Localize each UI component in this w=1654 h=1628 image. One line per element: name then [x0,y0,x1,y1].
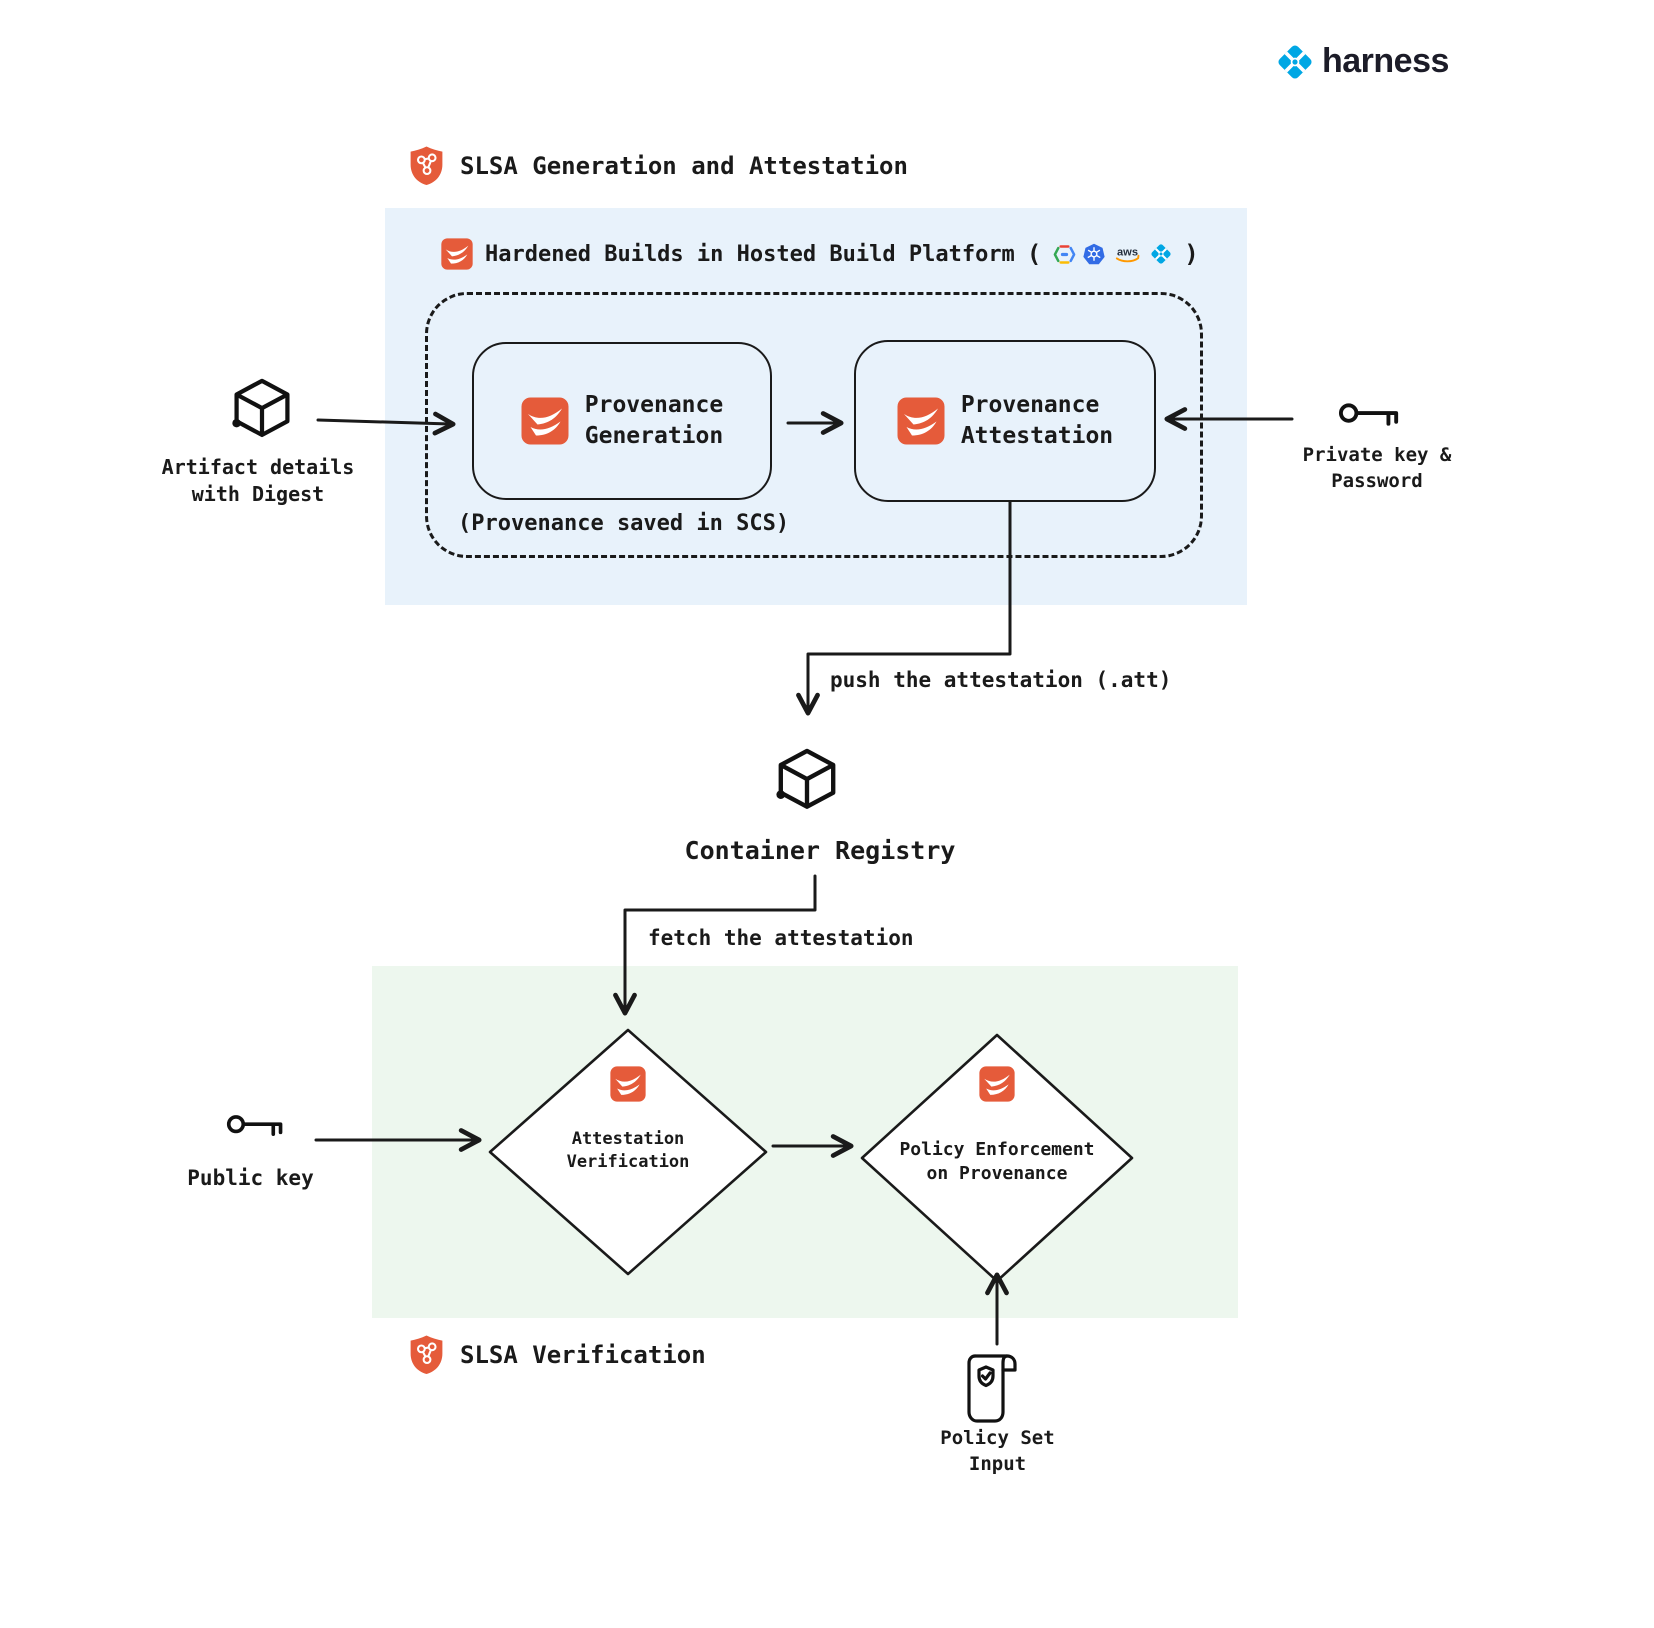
arrow-artifact-to-generation [316,411,456,436]
provenance-generation-node: Provenance Generation [472,342,772,500]
push-attestation-label: push the attestation (.att) [830,668,1172,692]
artifact-details-label: Artifact details with Digest [161,455,355,506]
policy-set-input-label: Policy Set Input [940,1427,1055,1475]
harness-scs-module-icon [610,1066,646,1102]
public-key-icon [226,1112,286,1140]
harness-logo-icon [1276,43,1314,81]
public-key-label: Public key [187,1166,314,1190]
slsa-shield-icon [408,145,445,186]
svg-text:aws: aws [1117,246,1138,258]
gcp-icon [1053,244,1076,265]
brand-name: harness [1322,42,1449,80]
slsa-shield-icon [408,1334,445,1375]
harness-icon [1150,243,1172,265]
harness-scs-module-icon [521,397,569,445]
provenance-generation-label: Provenance Generation [584,391,724,449]
verification-section-title: SLSA Verification [408,1334,706,1375]
generation-section-title: SLSA Generation and Attestation [408,145,908,186]
aws-icon: aws [1112,244,1143,264]
provenance-saved-note: (Provenance saved in SCS) [458,511,790,536]
policy-scroll-icon [962,1350,1024,1428]
harness-brand: harness [1276,42,1449,81]
harness-scs-module-icon [979,1066,1015,1102]
paren-close: ) [1184,240,1199,268]
fetch-attestation-label: fetch the attestation [648,926,914,950]
arrow-push-attestation [796,500,1012,716]
platform-heading: Hardened Builds in Hosted Build Platform… [441,238,1199,270]
container-registry-label: Container Registry [684,836,956,865]
private-key-icon [1338,400,1402,430]
artifact-cube-icon [230,376,294,444]
hardened-build-boundary [425,292,1203,558]
attestation-verification-diamond [488,1028,768,1276]
policy-enforcement-label: Policy Enforcement on Provenance [899,1139,1095,1185]
provenance-attestation-label: Provenance Attestation [960,391,1114,449]
paren-open: ( [1026,240,1042,268]
harness-scs-module-icon [441,238,473,270]
container-registry-cube-icon [774,746,840,816]
kubernetes-icon [1083,243,1105,265]
verification-title-text: SLSA Verification [460,1340,706,1369]
arrow-fetch-attestation [613,874,817,1016]
platform-icons: aws [1053,243,1172,265]
generation-title-text: SLSA Generation and Attestation [460,151,908,180]
attestation-verification-label: Attestation Verification [566,1129,690,1172]
harness-scs-module-icon [897,397,945,445]
platform-heading-text: Hardened Builds in Hosted Build Platform [485,241,1015,267]
provenance-attestation-node: Provenance Attestation [854,340,1156,502]
private-key-label: Private key & Password [1302,444,1452,492]
